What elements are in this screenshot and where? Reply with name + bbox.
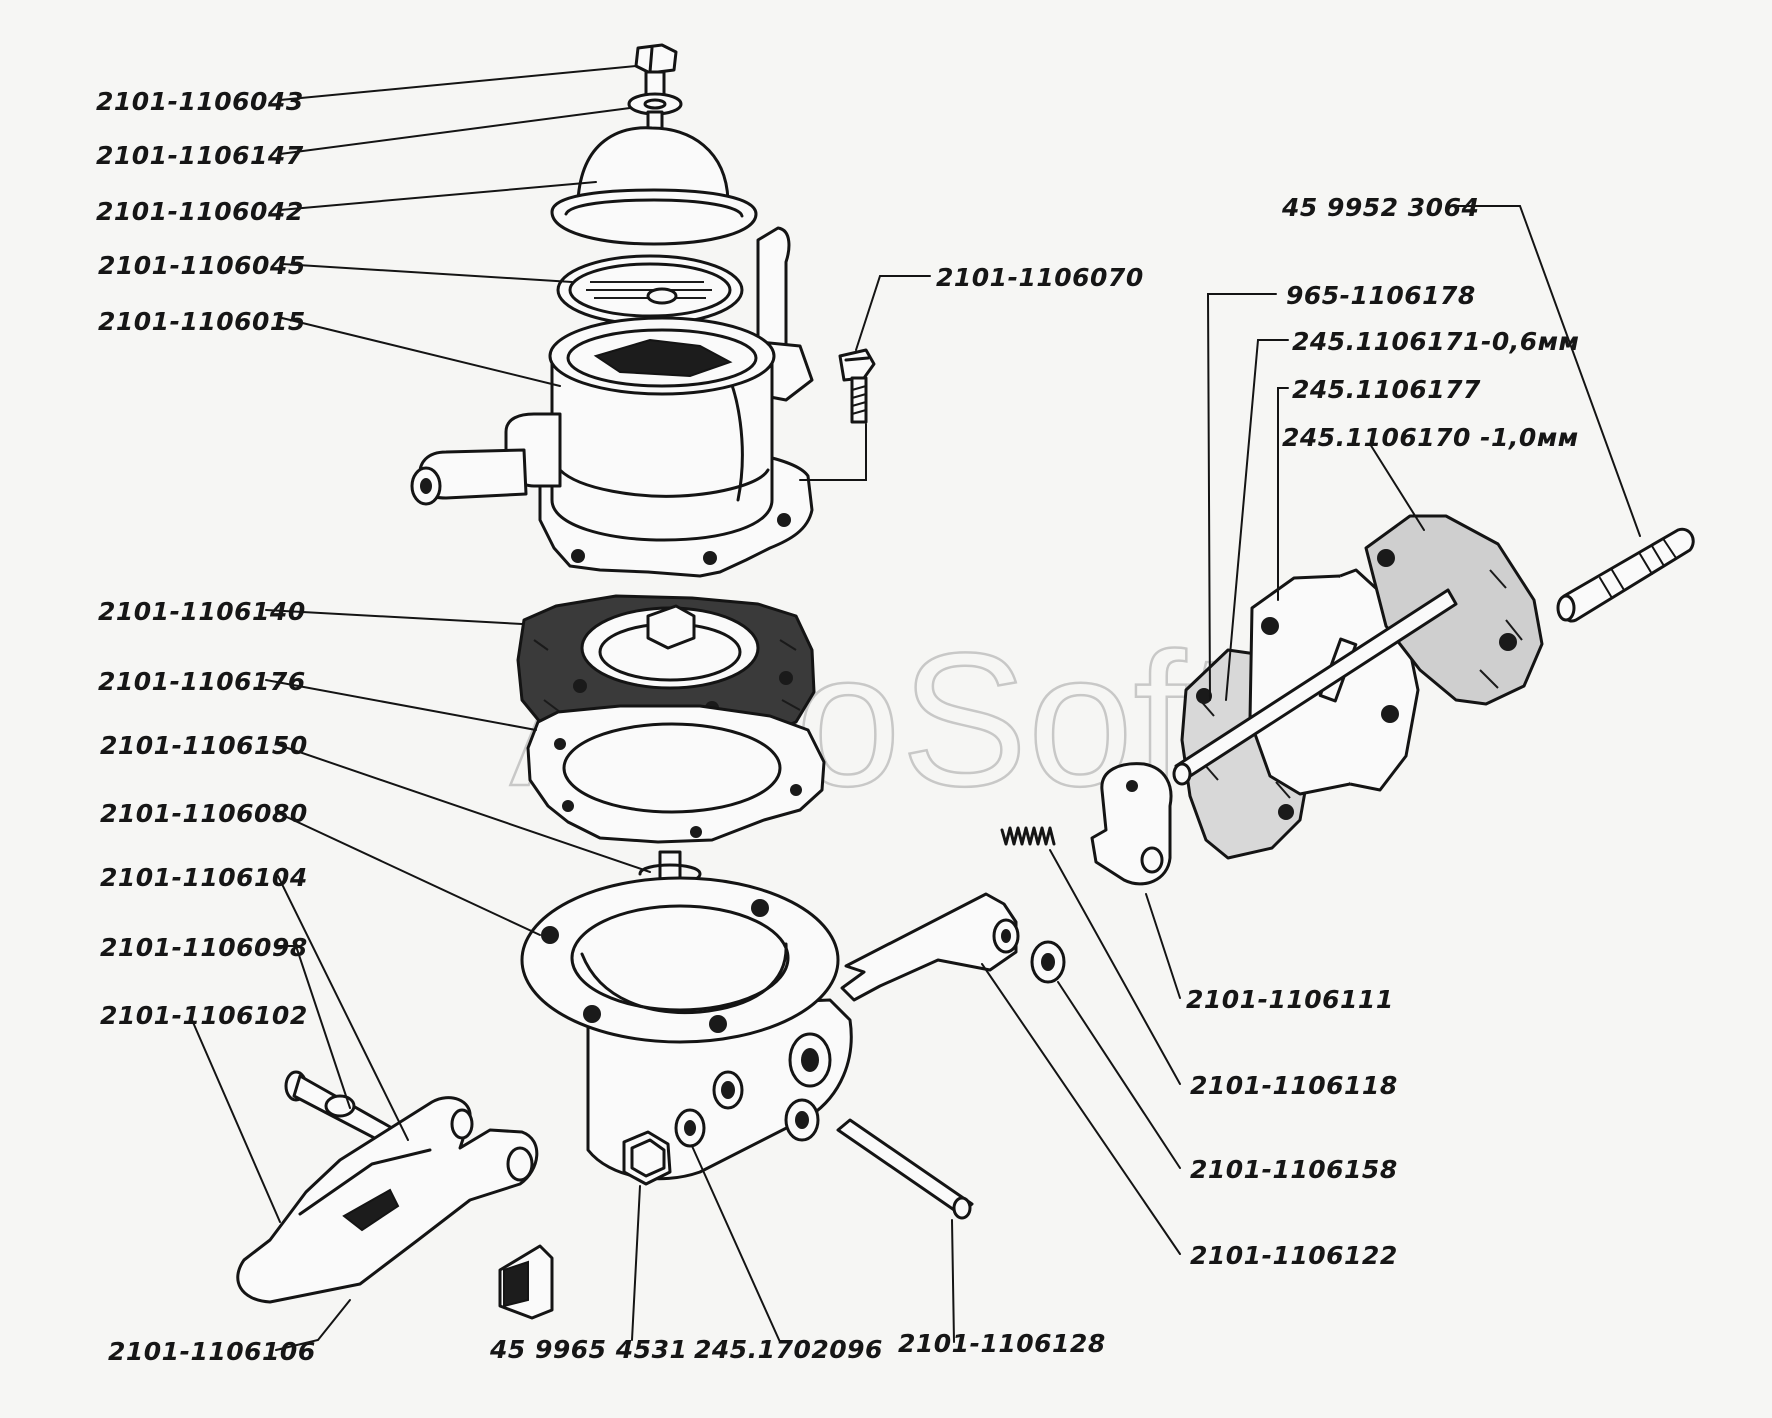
label-45-9965-4531: 45 9965 4531	[489, 1335, 687, 1364]
dome-cap	[550, 126, 758, 246]
label-2101-1106140: 2101-1106140	[98, 597, 306, 626]
label-2101-1106118: 2101-1106118	[1190, 1071, 1398, 1100]
label-2101-1106015: 2101-1106015	[98, 307, 306, 336]
label-2101-1106176: 2101-1106176	[98, 667, 306, 696]
label-2101-1106043: 2101-1106043	[96, 87, 304, 116]
top-washer	[627, 92, 683, 136]
gasket-ring	[526, 704, 826, 844]
label-245-1106177: 245.1106177	[1292, 375, 1481, 404]
inner-lever	[840, 892, 1020, 1002]
label-2101-1106104: 2101-1106104	[100, 863, 308, 892]
part-labels: 2101-1106043 2101-1106147 2101-1106042 2…	[96, 87, 1579, 1366]
lower-body	[520, 876, 853, 1186]
label-2101-1106158: 2101-1106158	[1190, 1155, 1398, 1184]
hand-lever-axle	[284, 1070, 412, 1162]
label-2101-1106106: 2101-1106106	[108, 1337, 316, 1366]
label-2101-1106147: 2101-1106147	[96, 141, 304, 170]
label-2101-1106122: 2101-1106122	[1190, 1241, 1398, 1270]
label-2101-1106128: 2101-1106128	[898, 1329, 1106, 1358]
label-2101-1106111: 2101-1106111	[1186, 985, 1394, 1014]
diaphragm-assembly	[516, 594, 816, 744]
label-2101-1106045: 2101-1106045	[98, 251, 306, 280]
label-45-9952-3064: 45 9952 3064	[1281, 193, 1479, 222]
label-2101-1106098: 2101-1106098	[100, 933, 308, 962]
gasket-245-1106170	[1364, 514, 1544, 706]
label-245-1106170: 245.1106170 -1,0мм	[1282, 423, 1579, 452]
leader-lines	[191, 65, 1641, 1351]
filter-screen	[556, 254, 744, 326]
cam-plate	[1090, 762, 1173, 886]
label-2101-1106150: 2101-1106150	[100, 731, 308, 760]
label-2101-1106042: 2101-1106042	[96, 197, 304, 226]
label-2101-1106070: 2101-1106070	[936, 263, 1144, 292]
label-245-1106171: 245.1106171-0,6мм	[1292, 327, 1579, 356]
small-spring	[1000, 826, 1056, 846]
washer-small	[1030, 940, 1066, 984]
screw-small	[838, 348, 876, 424]
stud-45-9952-3064	[1556, 527, 1695, 623]
hand-lever	[236, 1096, 554, 1320]
label-245-1702096: 245.1702096	[694, 1335, 883, 1364]
label-2101-1106080: 2101-1106080	[100, 799, 308, 828]
label-2101-1106102: 2101-1106102	[100, 1001, 308, 1030]
upper-body	[410, 226, 814, 578]
pushrod	[1172, 588, 1458, 786]
pivot-pin	[836, 1118, 974, 1220]
label-965-1106178: 965-1106178	[1286, 281, 1476, 310]
